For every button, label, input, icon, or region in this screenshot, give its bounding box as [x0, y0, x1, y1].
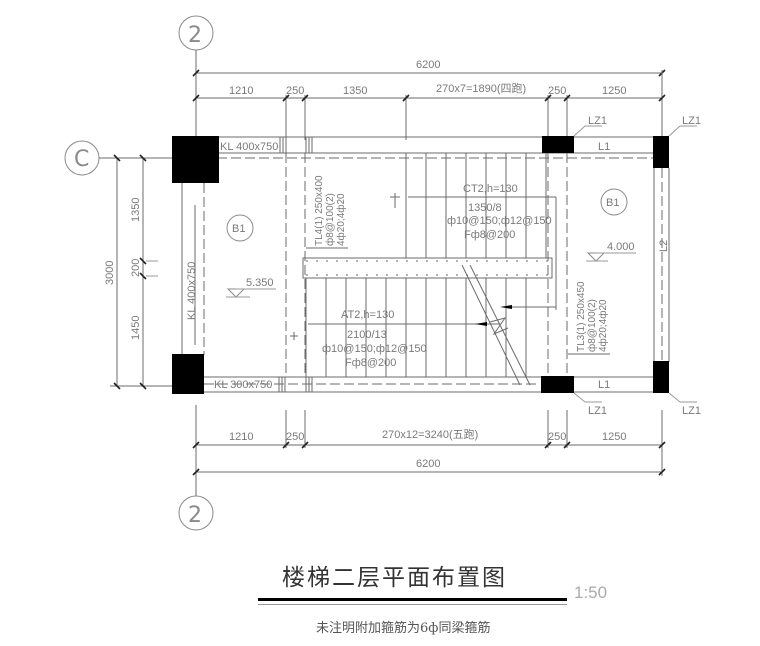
svg-text:ф10@150;ф12@150: ф10@150;ф12@150 [322, 343, 427, 355]
drawing-note: 未注明附加箍筋为6ф同梁箍筋 [316, 621, 491, 636]
svg-text:2: 2 [188, 23, 202, 48]
top-beam-kl: KL 400x750 L1 [175, 136, 662, 159]
bottom-beam-kl: KL 300x750 L1 [204, 376, 662, 393]
svg-text:LZ1: LZ1 [682, 405, 701, 417]
svg-text:1350/8: 1350/8 [468, 202, 502, 214]
svg-text:3000: 3000 [104, 261, 116, 285]
svg-text:L1: L1 [598, 141, 610, 153]
title-underline-thick [258, 598, 567, 601]
svg-text:KL 300x750: KL 300x750 [214, 379, 272, 391]
tl3-label: TL3(1) 250x450 ф8@100(2) 4ф20;4ф20 [568, 281, 610, 355]
svg-text:ф8@100(2): ф8@100(2) [324, 193, 336, 246]
stair-flight-at2: AT2,h=130 2100/13 ф10@150;ф12@150 Fф8@20… [290, 264, 556, 386]
svg-text:250: 250 [548, 431, 566, 443]
svg-text:270x12=3240(五跑): 270x12=3240(五跑) [382, 427, 478, 441]
axis-marker-2-bottom: 2 [178, 405, 214, 531]
slab-b1-right: B1 [600, 188, 628, 216]
svg-text:4ф20;4ф20: 4ф20;4ф20 [335, 193, 347, 246]
svg-text:B1: B1 [232, 223, 245, 235]
svg-text:LZ1: LZ1 [588, 115, 607, 127]
svg-text:L1: L1 [598, 379, 610, 391]
svg-text:1250: 1250 [602, 85, 626, 97]
svg-text:KL 400x750: KL 400x750 [220, 141, 278, 153]
elevation-left: 5.350 [226, 277, 276, 298]
drawing-title: 楼梯二层平面布置图 [282, 565, 507, 591]
svg-text:2: 2 [188, 503, 202, 528]
svg-text:250: 250 [286, 85, 304, 97]
top-dimensions: 6200 1210 250 1350 270x7=1890(四跑) 250 12… [192, 59, 666, 140]
svg-text:1350: 1350 [343, 85, 367, 97]
svg-text:C: C [74, 147, 89, 172]
svg-text:Fф8@200: Fф8@200 [464, 229, 515, 241]
axis-marker-2-top: 2 [178, 15, 214, 140]
slab-b1-left: B1 [226, 214, 254, 242]
left-dimensions: 3000 1350 200 1450 [104, 154, 175, 390]
svg-text:1210: 1210 [229, 85, 253, 97]
svg-text:B1: B1 [606, 197, 619, 209]
landing-beam [302, 257, 553, 279]
svg-text:4ф20;4ф20: 4ф20;4ф20 [597, 299, 609, 352]
stair-flight-ct2: CT2,h=130 1350/8 ф10@150;ф12@150 Fф8@200 [390, 153, 557, 310]
svg-text:250: 250 [286, 431, 304, 443]
left-beam-kl: KL 400x750 [181, 183, 205, 355]
svg-text:6200: 6200 [416, 458, 440, 470]
svg-text:LZ1: LZ1 [682, 115, 701, 127]
bottom-dimensions: 1210 250 270x12=3240(五跑) 250 1250 6200 [192, 410, 666, 476]
svg-text:ф8@100(2): ф8@100(2) [586, 299, 598, 352]
svg-text:5.350: 5.350 [246, 277, 274, 289]
svg-text:2100/13: 2100/13 [347, 329, 387, 341]
svg-text:AT2,h=130: AT2,h=130 [341, 309, 394, 321]
right-beam-l2: L2 [653, 168, 670, 362]
svg-text:4.000: 4.000 [607, 241, 635, 253]
tl4-label: TL4(1) 250x400 ф8@100(2) 4ф20;4ф20 [306, 175, 348, 249]
svg-text:1350: 1350 [130, 198, 142, 222]
svg-text:Fф8@200: Fф8@200 [345, 357, 396, 369]
svg-text:L2: L2 [658, 240, 670, 252]
svg-text:6200: 6200 [416, 59, 440, 71]
svg-text:1250: 1250 [602, 431, 626, 443]
svg-text:250: 250 [548, 85, 566, 97]
drawing-scale: 1:50 [574, 583, 608, 602]
lz1-labels: LZ1 LZ1 LZ1 LZ1 [573, 115, 701, 417]
axis-marker-c: C [64, 140, 175, 176]
columns [172, 136, 669, 394]
svg-text:270x7=1890(四跑): 270x7=1890(四跑) [436, 81, 526, 95]
svg-text:KL 400x750: KL 400x750 [186, 262, 198, 320]
svg-text:LZ1: LZ1 [588, 405, 607, 417]
svg-text:TL3(1) 250x450: TL3(1) 250x450 [576, 281, 587, 352]
svg-text:TL4(1) 250x400: TL4(1) 250x400 [314, 175, 325, 246]
svg-text:1210: 1210 [229, 431, 253, 443]
svg-text:CT2,h=130: CT2,h=130 [463, 183, 518, 195]
svg-text:200: 200 [130, 259, 142, 277]
svg-text:ф10@150;ф12@150: ф10@150;ф12@150 [447, 215, 552, 227]
elevation-right: 4.000 [586, 241, 636, 262]
title-underline-thin [258, 604, 567, 605]
svg-text:1450: 1450 [130, 316, 142, 340]
